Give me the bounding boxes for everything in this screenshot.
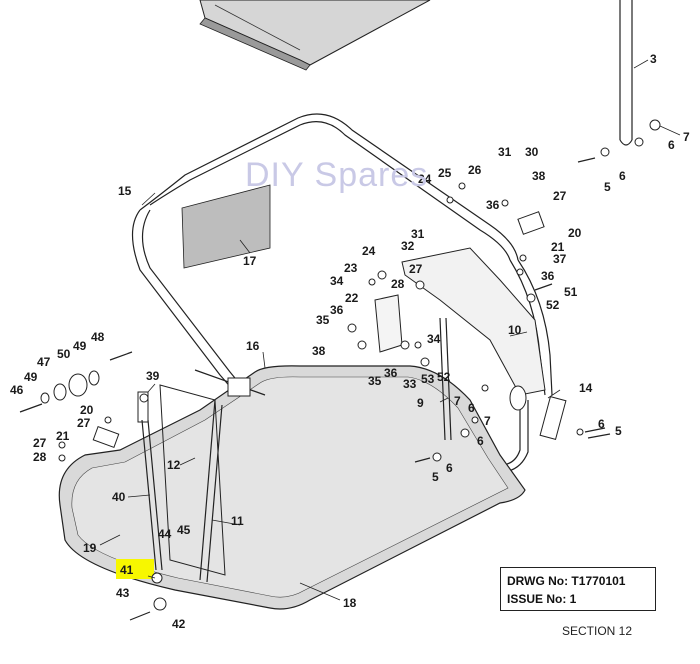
callout-41: 41 xyxy=(120,563,134,577)
callout-6: 6 xyxy=(598,417,605,431)
callout-11: 11 xyxy=(231,514,244,528)
callout-20: 20 xyxy=(568,226,582,240)
callout-43: 43 xyxy=(116,586,130,600)
callout-16: 16 xyxy=(246,339,260,353)
callout-26: 26 xyxy=(468,163,482,177)
callout-45: 45 xyxy=(177,523,191,537)
callout-3: 3 xyxy=(650,52,657,66)
callout-36: 36 xyxy=(486,198,500,212)
bracket-22 xyxy=(374,294,403,353)
issue-number: ISSUE No: 1 xyxy=(507,592,577,606)
callout-44: 44 xyxy=(158,527,172,541)
hinge-plate xyxy=(401,247,546,441)
rear-strut xyxy=(619,0,633,146)
callout-53: 53 xyxy=(421,372,435,386)
callout-17: 17 xyxy=(243,254,257,268)
leader-lines xyxy=(99,59,681,601)
callout-27: 27 xyxy=(33,436,47,450)
callout-38: 38 xyxy=(312,344,326,358)
watermark: DIY Spares xyxy=(245,156,429,194)
callout-19: 19 xyxy=(83,541,97,555)
callout-28: 28 xyxy=(33,450,47,464)
callout-37: 37 xyxy=(553,252,567,266)
rear-panel-17 xyxy=(181,184,271,269)
drawing-number: DRWG No: T1770101 xyxy=(507,574,626,588)
callout-7: 7 xyxy=(683,130,690,144)
callout-34: 34 xyxy=(330,274,344,288)
callout-6: 6 xyxy=(477,434,484,448)
callout-47: 47 xyxy=(37,355,51,369)
callout-30: 30 xyxy=(525,145,539,159)
callout-labels: 3 7 6 6 5 15 17 25 24 26 31 30 38 36 27 … xyxy=(10,52,690,631)
floor-plate xyxy=(58,365,526,610)
callout-10: 10 xyxy=(508,323,522,337)
callout-27: 27 xyxy=(409,262,423,276)
callout-21: 21 xyxy=(551,240,565,254)
callout-22: 22 xyxy=(345,291,359,305)
callout-24: 24 xyxy=(362,244,376,258)
callout-52: 52 xyxy=(546,298,560,312)
callout-20: 20 xyxy=(80,403,94,417)
callout-36: 36 xyxy=(384,366,398,380)
callout-21: 21 xyxy=(56,429,70,443)
callout-27: 27 xyxy=(77,416,91,430)
callout-42: 42 xyxy=(172,617,186,631)
callout-12: 12 xyxy=(167,458,181,472)
callout-51: 51 xyxy=(564,285,578,299)
callout-36: 36 xyxy=(541,269,555,283)
callout-35: 35 xyxy=(316,313,330,327)
callout-49: 49 xyxy=(24,370,38,384)
callout-34: 34 xyxy=(427,332,441,346)
callout-6: 6 xyxy=(468,401,475,415)
callout-31: 31 xyxy=(411,227,425,241)
callout-18: 18 xyxy=(343,596,357,610)
callout-35: 35 xyxy=(368,374,382,388)
roof-panel xyxy=(199,0,431,71)
callout-49: 49 xyxy=(73,339,87,353)
callout-38: 38 xyxy=(532,169,546,183)
callout-36: 36 xyxy=(330,303,344,317)
callout-27: 27 xyxy=(553,189,567,203)
callout-7: 7 xyxy=(484,414,491,428)
callout-15: 15 xyxy=(118,184,132,198)
hardware xyxy=(19,119,661,621)
callout-14: 14 xyxy=(579,381,593,395)
callout-52: 52 xyxy=(437,370,451,384)
callout-40: 40 xyxy=(112,490,126,504)
callout-6: 6 xyxy=(668,138,675,152)
callout-33: 33 xyxy=(403,377,417,391)
callout-5: 5 xyxy=(432,470,439,484)
callout-46: 46 xyxy=(10,383,24,397)
side-members xyxy=(159,369,266,583)
section-label: SECTION 12 xyxy=(562,624,633,638)
callout-23: 23 xyxy=(344,261,358,275)
callout-6: 6 xyxy=(619,169,626,183)
callout-50: 50 xyxy=(57,347,71,361)
callout-31: 31 xyxy=(498,145,512,159)
callout-9: 9 xyxy=(417,396,424,410)
callout-7: 7 xyxy=(454,394,461,408)
callout-5: 5 xyxy=(604,180,611,194)
callout-32: 32 xyxy=(401,239,415,253)
title-block: DRWG No: T1770101 ISSUE No: 1 xyxy=(500,567,656,611)
callout-25: 25 xyxy=(438,166,452,180)
callout-28: 28 xyxy=(391,277,405,291)
callout-highlight xyxy=(116,559,154,579)
callout-5: 5 xyxy=(615,424,622,438)
callout-39: 39 xyxy=(146,369,160,383)
callout-48: 48 xyxy=(91,330,105,344)
callout-6: 6 xyxy=(446,461,453,475)
callout-24: 24 xyxy=(418,172,432,186)
